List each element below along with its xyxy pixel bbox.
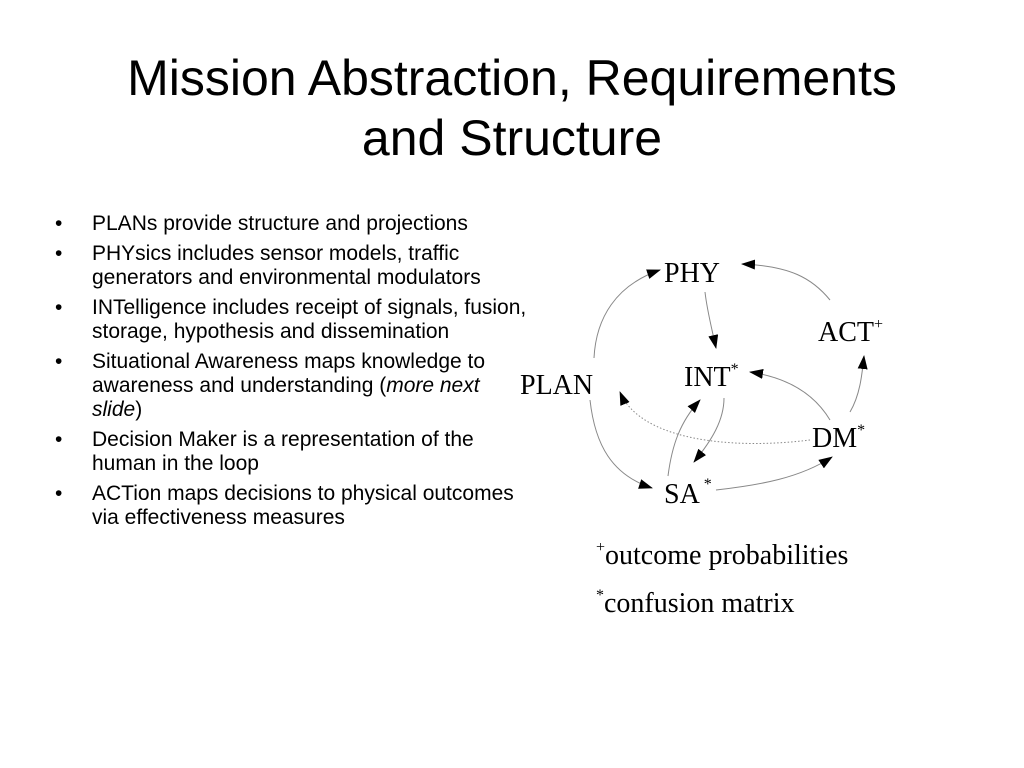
node-act-mark: + xyxy=(874,316,883,333)
bullet-text-before: Situational Awareness maps knowledge to … xyxy=(92,350,486,397)
bullet-item: • ACTion maps decisions to physical outc… xyxy=(52,482,532,530)
bullet-marker: • xyxy=(55,482,63,505)
node-phy: PHY xyxy=(664,258,720,289)
legend-mark: * xyxy=(596,587,604,604)
node-int-mark: * xyxy=(731,361,739,378)
bullet-text: PLANs provide structure and projections xyxy=(92,212,468,235)
bullet-marker: • xyxy=(55,296,63,319)
bullet-item: • PLANs provide structure and projection… xyxy=(52,212,532,236)
legend-item: *confusion matrix xyxy=(596,576,848,624)
bullet-text-after: ) xyxy=(135,398,143,421)
bullet-marker: • xyxy=(55,350,63,373)
node-sa-mark: * xyxy=(704,476,712,493)
bullet-list: • PLANs provide structure and projection… xyxy=(52,212,532,536)
node-int: INT* xyxy=(684,361,739,393)
edge-int-to-sa xyxy=(693,397,725,463)
node-plan: PLAN xyxy=(520,370,593,401)
legend-mark: + xyxy=(596,539,606,556)
bullet-item: • Situational Awareness maps knowledge t… xyxy=(52,350,532,422)
legend-text: confusion matrix xyxy=(604,588,795,619)
diagram-legend: +outcome probabilities *confusion matrix xyxy=(596,528,848,624)
bullet-marker: • xyxy=(55,428,63,451)
edge-plan-to-phy xyxy=(593,269,661,359)
title-line-1: Mission Abstraction, Requirements xyxy=(127,50,897,106)
edge-act-to-phy xyxy=(741,259,831,301)
title-line-2: and Structure xyxy=(361,110,663,166)
bullet-item: • INTelligence includes receipt of signa… xyxy=(52,296,532,344)
node-sa: SA* xyxy=(664,476,712,510)
edge-dm-to-plan xyxy=(619,391,811,444)
edge-sa-to-int xyxy=(667,399,701,477)
bullet-marker: • xyxy=(55,212,63,235)
node-act: ACT+ xyxy=(818,316,883,348)
legend-text: outcome probabilities xyxy=(605,540,849,571)
edge-phy-to-int xyxy=(704,291,719,349)
legend-item: +outcome probabilities xyxy=(596,528,848,576)
bullet-text: PHYsics includes sensor models, traffic … xyxy=(92,242,481,289)
edge-dm-to-int xyxy=(749,368,831,421)
bullet-item: • PHYsics includes sensor models, traffi… xyxy=(52,242,532,290)
bullet-text: Situational Awareness maps knowledge to … xyxy=(92,350,485,421)
slide-title: Mission Abstraction, Requirements and St… xyxy=(0,48,1024,168)
node-dm-mark: * xyxy=(857,422,865,439)
node-dm: DM* xyxy=(812,422,865,454)
bullet-marker: • xyxy=(55,242,63,265)
edge-sa-to-dm xyxy=(715,456,833,491)
bullet-item: • Decision Maker is a representation of … xyxy=(52,428,532,476)
bullet-text: ACTion maps decisions to physical outcom… xyxy=(92,482,514,529)
edge-plan-to-sa xyxy=(589,399,653,489)
bullet-text: Decision Maker is a representation of th… xyxy=(92,428,474,475)
bullet-text: INTelligence includes receipt of signals… xyxy=(92,296,527,343)
bullet-text-italic: more next slide xyxy=(92,374,480,421)
edge-dm-to-act xyxy=(849,355,868,413)
